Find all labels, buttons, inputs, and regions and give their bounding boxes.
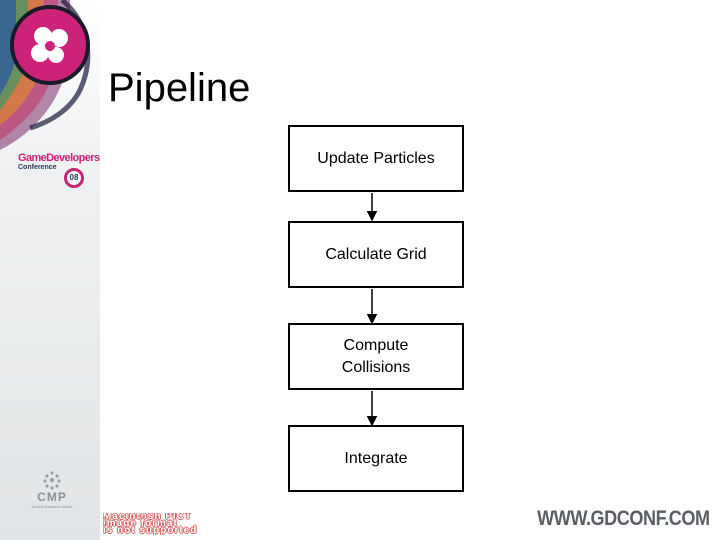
conference-swirl-logo <box>0 0 91 150</box>
gdc-logo-year: 08 <box>64 168 84 188</box>
gdc-logo-name: GameDevelopers <box>18 152 100 164</box>
cmp-mark-icon <box>43 471 61 490</box>
step-box-integrate: Integrate <box>288 425 464 492</box>
step-label: Calculate Grid <box>325 245 427 263</box>
step-label: Compute Collisions <box>341 336 411 376</box>
step-box-calculate-grid: Calculate Grid <box>288 221 464 288</box>
cmp-subtitle: United Business Media <box>31 504 73 509</box>
step-box-update-particles: Update Particles <box>288 125 464 192</box>
step-label: Update Particles <box>317 149 435 167</box>
cmp-logo: CMP United Business Media <box>22 470 82 509</box>
cmp-name: CMP <box>37 490 67 504</box>
gdc-logo-conference: Conference <box>18 164 57 171</box>
step-box-compute-collisions: Compute Collisions <box>288 323 464 390</box>
sidebar-band: GameDevelopers Conference 08 CMP United … <box>0 0 100 540</box>
gdc-logo: GameDevelopers Conference 08 <box>18 152 104 192</box>
conference-url: WWW.GDCONF.COM <box>537 507 710 530</box>
unsupported-image-placeholder: Macintosh PICT image format is not suppo… <box>103 513 265 535</box>
placeholder-line: Macintosh PICT <box>103 513 193 522</box>
slide-title: Pipeline <box>108 66 251 110</box>
placeholder-line: image format <box>103 518 178 529</box>
placeholder-line: is not supported <box>103 525 198 536</box>
step-label: Integrate <box>344 449 408 467</box>
